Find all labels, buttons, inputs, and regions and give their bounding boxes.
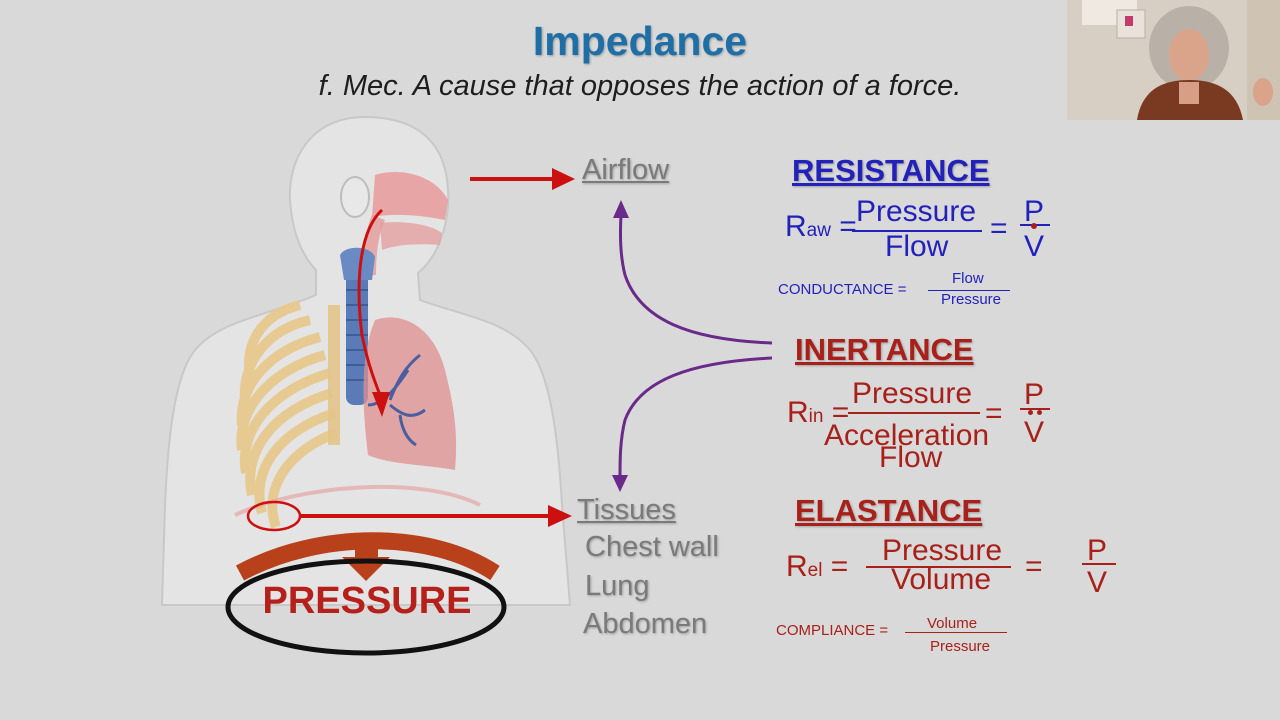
elastance-denominator: Volume xyxy=(891,563,992,596)
elastance-fraction-line xyxy=(866,566,1011,568)
resistance-fraction-line xyxy=(852,230,982,232)
tissue-item-lung: Lung xyxy=(585,570,650,602)
elastance-header: ELASTANCE xyxy=(795,493,983,528)
slide-subtitle: f. Mec. A cause that opposes the action … xyxy=(318,70,962,102)
resistance-numerator: Pressure xyxy=(856,195,977,228)
rib-cage xyxy=(236,300,338,529)
lung xyxy=(363,317,457,470)
conductance-denominator: Pressure xyxy=(941,291,1002,308)
bronchi xyxy=(367,353,426,447)
inertance-equals: = xyxy=(985,397,1003,430)
inertance-denominator-line2: Flow xyxy=(879,441,943,474)
inertance-to-airflow-arrowhead xyxy=(613,200,629,218)
presenter-video-icon xyxy=(1067,0,1280,120)
tissue-item-abdomen: Abdomen xyxy=(583,608,708,640)
inertance-ratio-bottom: V xyxy=(1024,416,1045,449)
ear-shape xyxy=(340,176,370,218)
resistance-dot-icon xyxy=(1031,223,1037,229)
conductance-numerator: Flow xyxy=(952,270,984,287)
larynx xyxy=(340,247,375,280)
sternum xyxy=(328,305,340,445)
resistance-ratio-bottom: V xyxy=(1024,230,1045,263)
conductance-fraction-line xyxy=(928,290,1010,291)
resistance-equals: = xyxy=(990,212,1008,245)
compliance-label: COMPLIANCE = xyxy=(776,622,889,639)
inertance-symbol: Rin = xyxy=(787,396,850,429)
compliance-fraction-line xyxy=(905,632,1007,633)
inertance-denominator-line1: Acceleration xyxy=(824,419,990,452)
inertance-ratio-line xyxy=(1020,408,1050,410)
mouth-cavity xyxy=(380,222,442,250)
airflow-path-arrow xyxy=(357,208,384,401)
compliance-numerator: Volume xyxy=(927,615,978,632)
nasal-cavity xyxy=(372,172,448,220)
resistance-symbol: Raw = xyxy=(785,210,857,243)
pressure-label: PRESSURE xyxy=(262,580,472,622)
airflow-path-arrowhead xyxy=(372,392,390,417)
airflow-arrowhead xyxy=(552,168,575,190)
anatomy-illustration xyxy=(160,115,572,656)
inertance-to-tissues-arrowhead xyxy=(612,475,628,492)
compliance-denominator: Pressure xyxy=(930,638,991,654)
resistance-ratio-top: P xyxy=(1024,195,1045,228)
inertance-fraction-line xyxy=(848,412,980,414)
inertance-to-airflow-curve xyxy=(619,214,773,345)
airflow-label: Airflow xyxy=(582,154,670,186)
inertance-ratio-top: P xyxy=(1024,378,1045,411)
webcam-thumbnail xyxy=(1067,0,1280,120)
elastance-symbol: Rel = xyxy=(786,550,849,583)
slide-title: Impedance xyxy=(532,18,748,64)
tissue-item-chest-wall: Chest wall xyxy=(585,531,719,563)
elastance-numerator: Pressure xyxy=(882,534,1003,567)
inertance-dot-right-icon xyxy=(1037,410,1042,415)
inertance-header: INERTANCE xyxy=(795,332,974,367)
inertance-to-tissues-curve xyxy=(618,356,773,479)
inertance-dot-left-icon xyxy=(1028,410,1033,415)
tissues-arrowhead xyxy=(548,505,572,527)
trachea xyxy=(346,255,368,405)
elastance-ratio-line xyxy=(1082,563,1116,565)
resistance-denominator: Flow xyxy=(885,230,949,263)
inertance-numerator: Pressure xyxy=(852,377,973,410)
elastance-ratio-top: P xyxy=(1087,534,1108,567)
tissues-label: Tissues xyxy=(577,494,676,526)
resistance-header: RESISTANCE xyxy=(792,153,990,188)
conductance-label: CONDUCTANCE = xyxy=(778,281,907,298)
elastance-ratio-bottom: V xyxy=(1087,566,1108,599)
pressure-ellipse xyxy=(225,558,507,656)
elastance-equals: = xyxy=(1025,550,1043,583)
